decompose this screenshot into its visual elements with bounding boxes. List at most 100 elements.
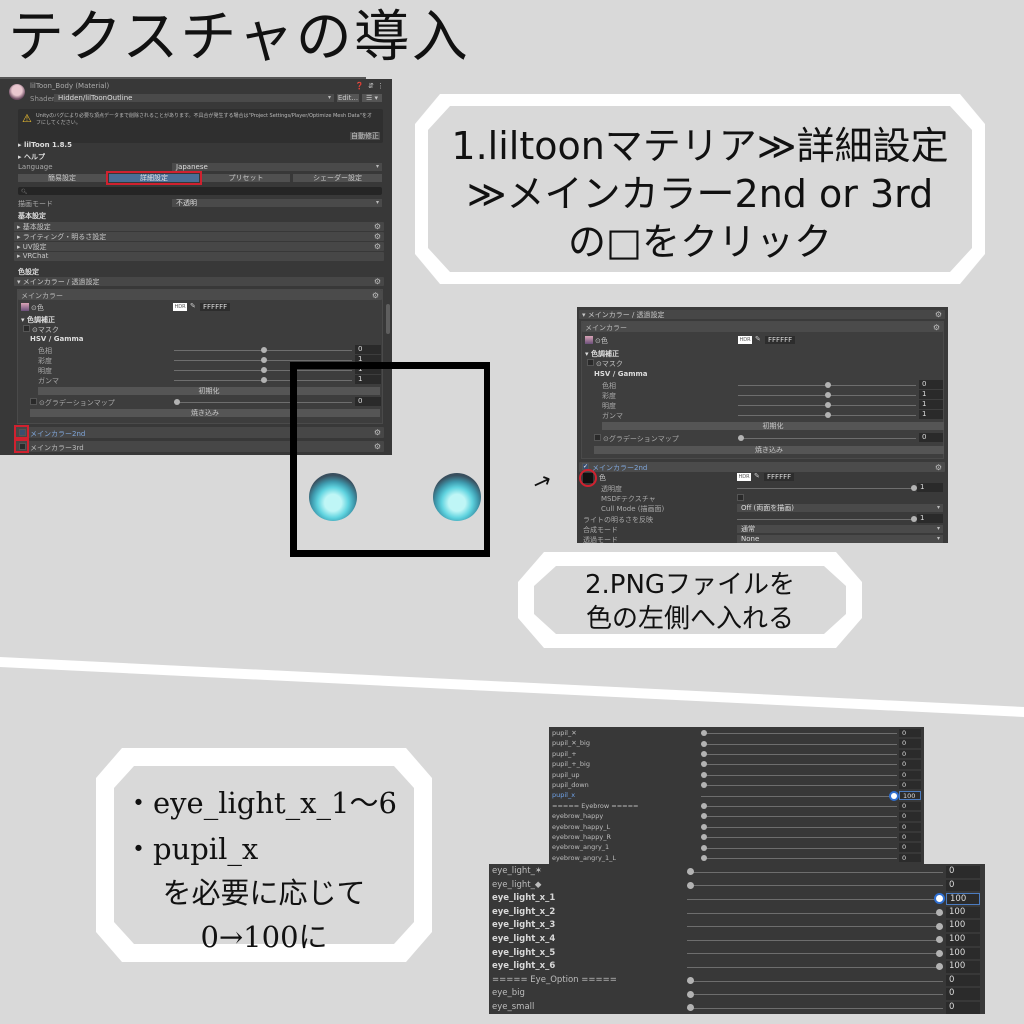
slider-knob[interactable] (701, 854, 707, 861)
opacity-value[interactable]: 1 (917, 483, 943, 492)
gear-icon[interactable]: ⚙ (373, 242, 381, 251)
foldout-main-color-group[interactable]: ▾ メインカラー / 透過設定⚙ (14, 277, 384, 286)
blendshape-slider[interactable] (687, 909, 943, 917)
value-slider[interactable] (174, 367, 352, 373)
foldout-lighting[interactable]: ▸ ライティング・明るさ設定⚙ (14, 232, 384, 241)
blendshape-value[interactable]: 0 (899, 760, 921, 769)
edit-shader-button[interactable]: Edit... (337, 94, 359, 102)
saturation-slider[interactable] (738, 392, 916, 398)
blendshape-value[interactable]: 0 (899, 749, 921, 759)
light-value[interactable]: 1 (917, 514, 943, 523)
value-slider[interactable] (738, 402, 916, 408)
blendshape-slider[interactable] (687, 936, 943, 944)
alpha-dropdown[interactable]: None (737, 535, 943, 543)
opacity-slider[interactable] (737, 485, 917, 491)
blendshape-slider[interactable] (701, 813, 897, 820)
slider-knob[interactable] (701, 782, 707, 789)
mask-checkbox[interactable] (23, 325, 30, 332)
eyedropper-icon[interactable]: ✎ (755, 335, 761, 343)
eyedropper-icon[interactable]: ✎ (754, 472, 760, 480)
blendshape-value[interactable]: 0 (899, 822, 921, 831)
help-foldout[interactable]: ▸ ヘルプ (18, 153, 45, 161)
slider-knob[interactable] (738, 435, 744, 441)
slider-knob[interactable] (701, 834, 707, 841)
blendshape-value[interactable]: 100 (946, 893, 980, 905)
gamma-value[interactable]: 1 (355, 375, 381, 384)
gear-icon[interactable]: ⚙ (371, 291, 379, 300)
blendshape-slider[interactable] (701, 802, 897, 809)
foldout-main-color-2nd[interactable]: メインカラー2nd ⚙ (14, 427, 384, 438)
tab-advanced[interactable]: 詳細設定 (109, 174, 199, 182)
slider-knob[interactable] (687, 977, 694, 985)
gear-icon[interactable]: ⚙ (373, 232, 381, 241)
blendshape-slider[interactable] (701, 750, 897, 757)
blendshape-slider[interactable] (687, 963, 943, 971)
blendshape-value[interactable]: 0 (899, 843, 921, 852)
blendshape-value[interactable]: 100 (946, 961, 980, 973)
eyedropper-icon[interactable]: ✎ (190, 302, 196, 310)
version-foldout[interactable]: ▸ lilToon 1.8.5 (18, 141, 72, 149)
blendshape-slider[interactable] (701, 854, 897, 861)
gear-icon[interactable]: ⚙ (934, 310, 942, 319)
slider-knob[interactable] (261, 377, 267, 383)
tab-simple[interactable]: 簡易設定 (18, 174, 106, 182)
foldout-main-color-2nd[interactable]: ✓ メインカラー2nd ⚙ (579, 462, 945, 472)
blendshape-slider[interactable] (701, 730, 897, 737)
slider-knob[interactable] (261, 367, 267, 373)
blendshape-value[interactable]: 0 (899, 801, 921, 811)
reset-button[interactable]: 初期化 (602, 422, 944, 430)
hdr-button[interactable]: HDR (737, 473, 751, 481)
slider-knob[interactable] (936, 949, 943, 957)
blendshape-value[interactable]: 0 (899, 853, 921, 863)
color2-hex-field[interactable]: FFFFFF (764, 473, 795, 481)
cull-dropdown[interactable]: Off (両面を描画) (737, 504, 943, 512)
blendshape-value[interactable]: 0 (946, 1002, 980, 1014)
blendshape-value[interactable]: 0 (899, 781, 921, 790)
bake-button[interactable]: 焼き込み (30, 409, 380, 417)
slider-knob[interactable] (261, 357, 267, 363)
slider-knob[interactable] (825, 402, 831, 408)
reset-button[interactable]: 初期化 (38, 387, 380, 395)
gamma-value[interactable]: 1 (919, 410, 943, 419)
color-hex-field[interactable]: FFFFFF (200, 303, 231, 311)
foldout-basic[interactable]: ▸ 基本設定⚙ (14, 222, 384, 231)
blendshape-slider[interactable] (687, 990, 943, 998)
gradation-checkbox[interactable] (30, 398, 37, 405)
gamma-slider[interactable] (738, 412, 916, 418)
color-hex-field[interactable]: FFFFFF (765, 336, 796, 344)
slider-knob[interactable] (701, 844, 707, 851)
slider-knob[interactable] (687, 868, 694, 876)
blend-dropdown[interactable]: 通常 (737, 525, 943, 533)
tab-shader-settings[interactable]: シェーダー設定 (293, 174, 382, 182)
foldout-vrchat[interactable]: ▸ VRChat (14, 252, 384, 261)
slider-knob[interactable] (701, 740, 707, 747)
slider-knob[interactable] (891, 792, 897, 799)
tone-correction-foldout[interactable]: ▾ 色調補正 (21, 316, 55, 324)
blendshape-value[interactable]: 100 (899, 791, 921, 800)
gear-icon[interactable]: ⚙ (934, 463, 942, 472)
foldout-main-color-3rd[interactable]: メインカラー3rd ⚙ (14, 441, 384, 452)
blendshape-value[interactable]: 0 (899, 770, 921, 779)
slider-knob[interactable] (701, 761, 707, 768)
slider-knob[interactable] (825, 412, 831, 418)
shader-options-button[interactable]: ☰ ▾ (362, 94, 382, 102)
render-mode-dropdown[interactable]: 不透明 (172, 199, 382, 207)
blendshape-slider[interactable] (687, 977, 943, 985)
hue-value[interactable]: 0 (919, 380, 943, 389)
blendshape-slider[interactable] (701, 740, 897, 747)
blendshape-slider[interactable] (701, 782, 897, 789)
slider-knob[interactable] (261, 347, 267, 353)
auto-fix-button[interactable]: 自動修正 (350, 132, 380, 140)
blendshape-value[interactable]: 0 (946, 879, 980, 892)
blendshape-value[interactable]: 0 (899, 729, 921, 738)
gradation-value[interactable]: 0 (919, 433, 943, 442)
blendshape-slider[interactable] (701, 834, 897, 841)
hue-slider[interactable] (174, 347, 352, 353)
blendshape-value[interactable]: 100 (946, 920, 980, 932)
blendshape-value[interactable]: 100 (946, 934, 980, 946)
slider-knob[interactable] (701, 802, 707, 809)
gamma-slider[interactable] (174, 377, 352, 383)
blendshape-slider[interactable] (687, 1004, 943, 1012)
slider-knob[interactable] (911, 516, 917, 522)
scrollbar[interactable] (386, 304, 390, 334)
